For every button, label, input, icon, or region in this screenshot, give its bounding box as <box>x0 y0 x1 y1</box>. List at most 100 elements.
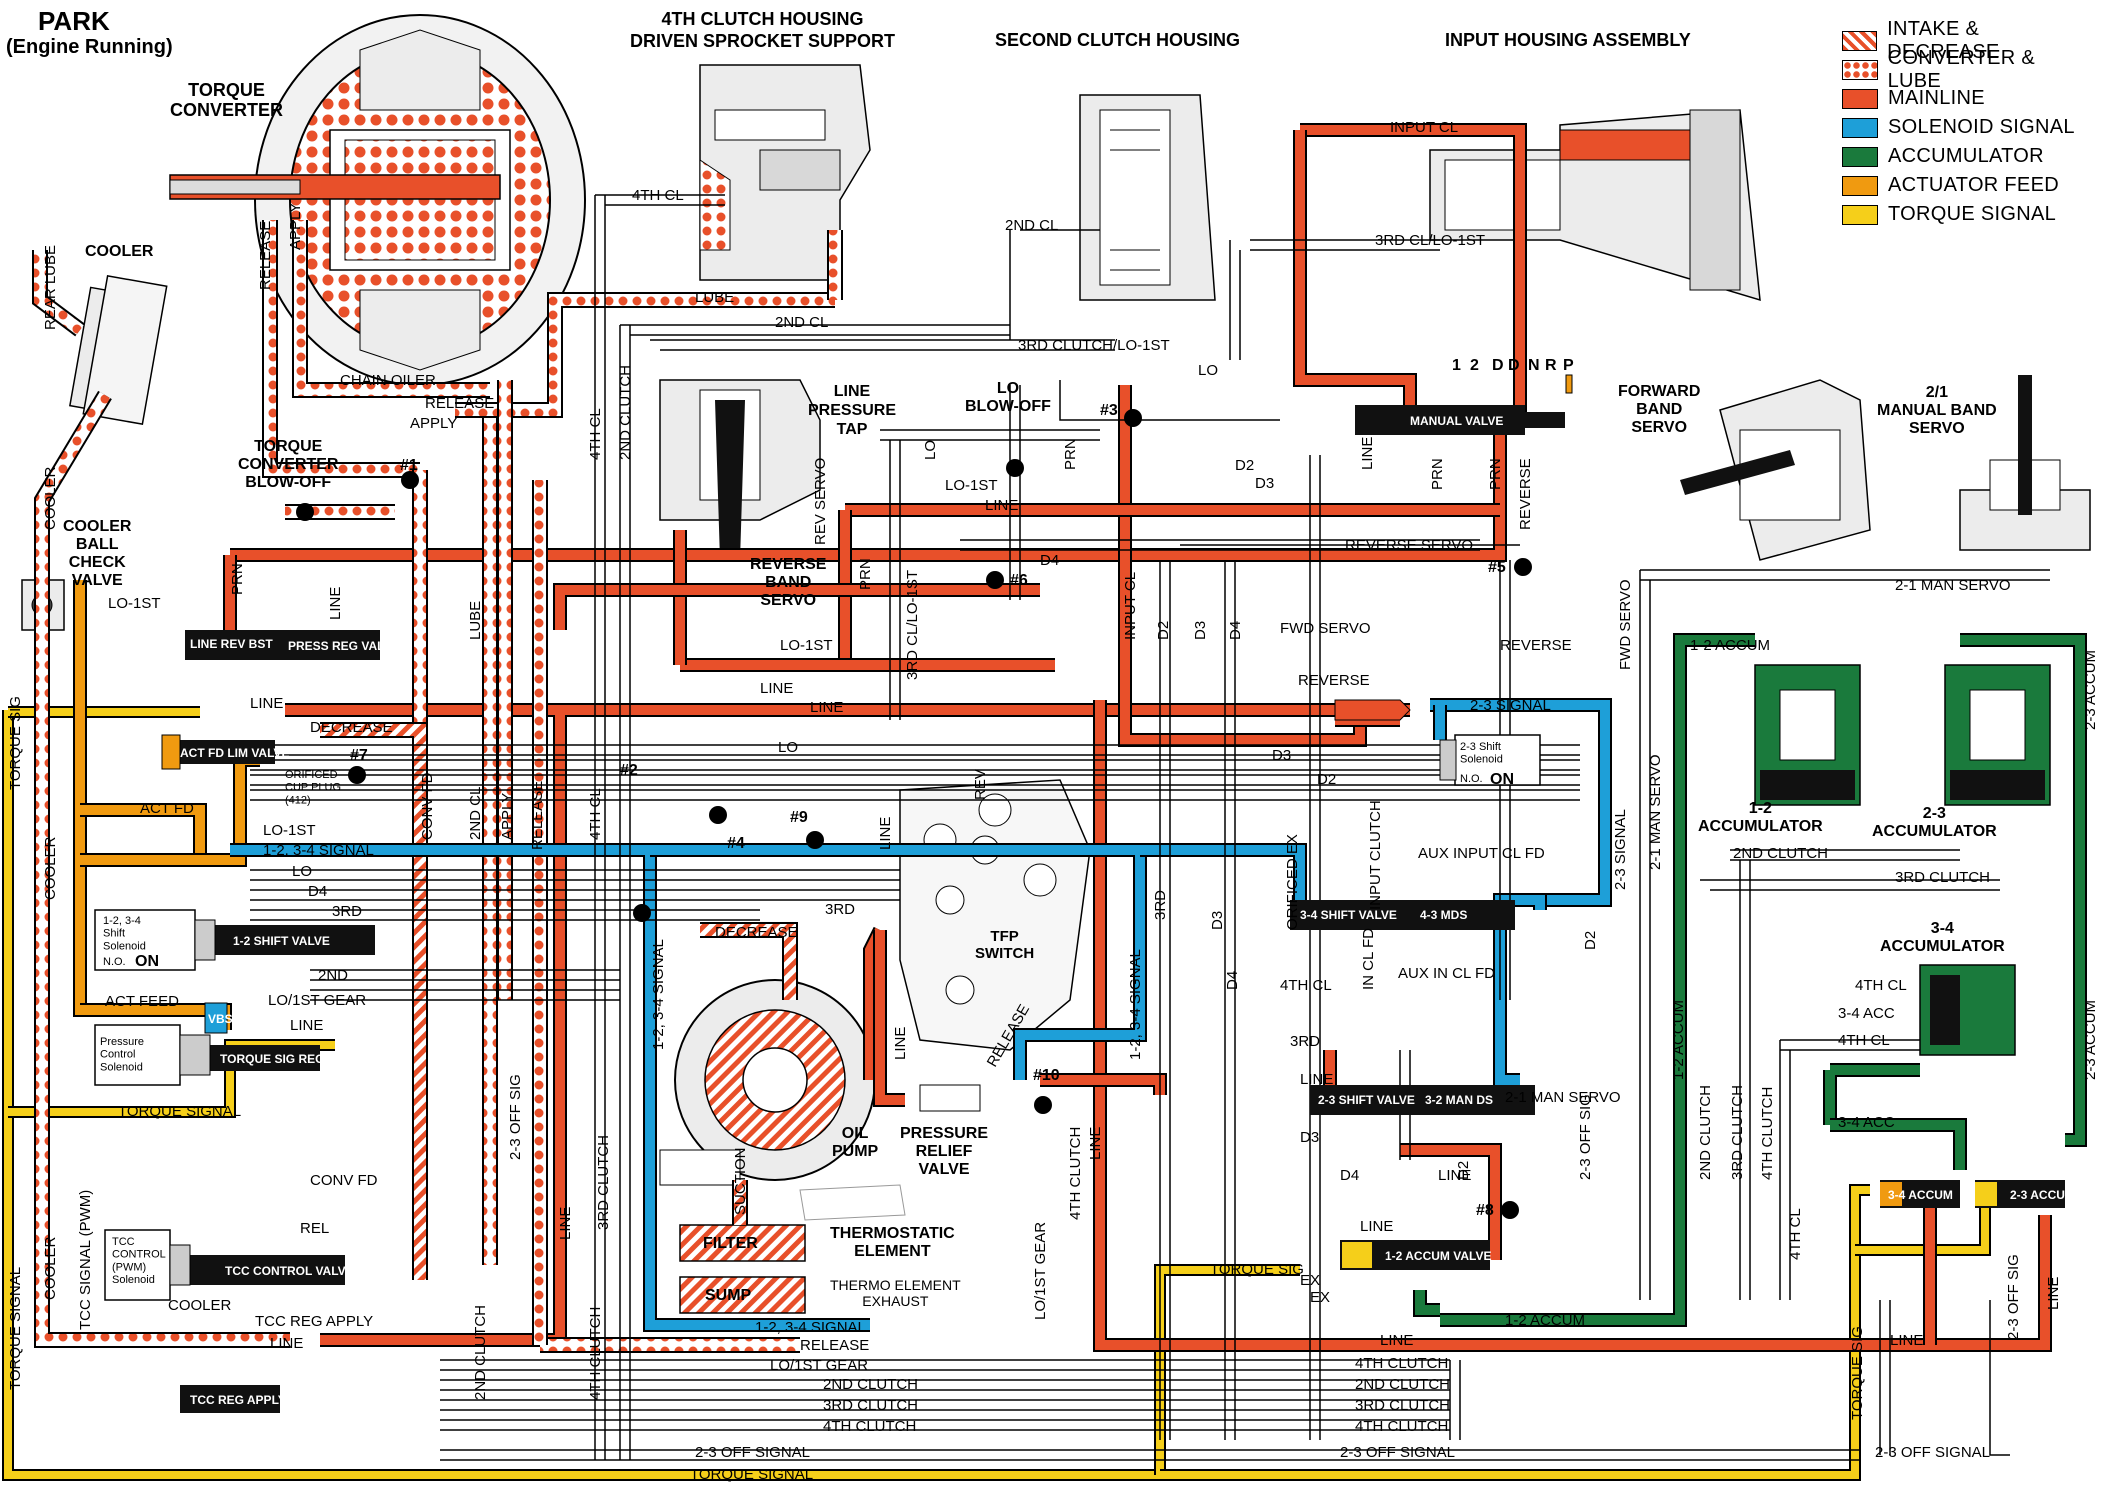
d3-left-label: D3 <box>1255 475 1274 492</box>
shift-12-valve <box>215 925 375 955</box>
legend-label-accumulator: ACCUMULATOR <box>1888 145 2044 167</box>
apply-label: APPLY <box>410 415 457 432</box>
solenoid-23-state: N.O. <box>1460 773 1483 785</box>
tcc-signal-vert-label: TCC SIGNAL (PWM) <box>77 1190 94 1330</box>
reverse-vert-label: REVERSE <box>1517 458 1534 530</box>
manual-valve-label: MANUAL VALVE <box>1410 414 1503 428</box>
third-cl-lo1st-label: 3RD CL/LO-1ST <box>1375 232 1485 249</box>
man-servo-21-mid-label: 2-1 MAN SERVO <box>1505 1089 1621 1106</box>
third-clutch-accum-label: 3RD CLUTCH <box>1895 869 1990 886</box>
park-indicator <box>1565 374 1573 394</box>
range-n: N <box>1528 357 1540 374</box>
cooler-illustration <box>69 274 168 426</box>
fwd-servo-label: FWD SERVO <box>1280 620 1371 637</box>
check-balls <box>296 409 1532 1219</box>
shift-23-label: 2-3 SHIFT VALVE <box>1318 1093 1415 1107</box>
accumulator-12-title: 1-2 ACCUMULATOR <box>1698 800 1823 835</box>
check-ball-3-label: #3 <box>1100 402 1118 419</box>
legend-item-torque: TORQUE SIGNAL <box>1842 200 2092 229</box>
torque-sig-label: TORQUE SIG <box>1210 1261 1304 1278</box>
accumulator-12-illustration <box>1754 664 1861 806</box>
lube-vert-label: LUBE <box>467 601 484 640</box>
reverse-valve-plug <box>1334 699 1411 721</box>
reverse-label: REVERSE <box>1298 672 1370 689</box>
fourth-clutch-housing-title: 4TH CLUTCH HOUSING DRIVEN SPROCKET SUPPO… <box>630 9 896 51</box>
second-cl-label: 2ND CL <box>775 314 828 331</box>
cooler-title: COOLER <box>85 243 154 260</box>
forward-band-servo-illustration <box>1680 379 1871 561</box>
third-clutch-bottom-label: 3RD CLUTCH <box>823 1397 918 1414</box>
d4-mid-label: D4 <box>1340 1167 1359 1184</box>
legend-swatch-solenoid <box>1842 117 1878 138</box>
mode-title: PARK <box>38 6 110 36</box>
oil-pump-illustration <box>659 979 876 1186</box>
legend-swatch-torque <box>1842 204 1878 225</box>
d4-left-label: D4 <box>308 883 327 900</box>
orificed-ex-vert-label: ORIFICED EX <box>1284 834 1301 930</box>
line-far-right-vert-label: LINE <box>2045 1277 2062 1310</box>
shift-solenoid-12-34 <box>94 909 216 971</box>
check-ball-1-label: #1 <box>400 457 418 474</box>
legend-item-mainline: MAINLINE <box>1842 84 2092 113</box>
tcc-control-label: TCC CONTROL VALVE <box>225 1264 354 1278</box>
line-vert-label: LINE <box>557 1207 574 1240</box>
check-ball-7-label: #7 <box>350 747 368 764</box>
tcc-pwm-solenoid <box>104 1229 191 1301</box>
legend-swatch-accumulator <box>1842 146 1878 167</box>
tcc-reg-apply-label: TCC REG APPLY <box>190 1393 286 1407</box>
shift-solenoid-23 <box>1439 734 1541 786</box>
legend-label-actuator: ACTUATOR FEED <box>1888 174 2059 196</box>
check-ball-labels: #1 #2 #3 #4 #5 #6 #7 #8 #9 #10 <box>350 402 1506 1219</box>
in-cl-fd-vert-label: IN CL FD <box>1360 928 1377 990</box>
accum-23-vert-label: 2-3 ACCUM <box>2082 650 2099 730</box>
second-clutch-vert-label: 2ND CLUTCH <box>617 365 634 460</box>
prn-left-vert-label: PRN <box>229 563 246 595</box>
ex-label: EX <box>1300 1272 1320 1289</box>
second-clutch-vert2-label: 2ND CLUTCH <box>472 1305 489 1400</box>
pressure-relief-title: PRESSURE RELIEF VALVE <box>900 1125 989 1178</box>
accum-23-vert2-label: 2-3 ACCUM <box>2082 1000 2099 1080</box>
lo-1st-center-label: LO-1ST <box>780 637 833 654</box>
accum-34-lower-label: 3-4 ACC <box>1838 1114 1895 1131</box>
man-ds-32-label: 3-2 MAN DS <box>1425 1093 1493 1107</box>
second-clutch-accum-label: 2ND CLUTCH <box>1733 845 1828 862</box>
input-cl-label: INPUT CL <box>1390 119 1458 136</box>
aux-input-cl-fd-label: AUX INPUT CL FD <box>1418 845 1545 862</box>
fourth-clutch-right2-label: 4TH CLUTCH <box>1355 1418 1448 1435</box>
cooler-vert-label: COOLER <box>42 466 59 530</box>
third-clutch-lo1st-label: 3RD CLUTCH/LO-1ST <box>1018 337 1170 354</box>
third-rd-left-label: 3RD <box>332 903 362 920</box>
signal-1234-bottom-label: 1-2, 3-4 SIGNAL <box>755 1319 866 1336</box>
conv-fd-vert-label: CONV FD <box>419 772 436 840</box>
manual-valve <box>1355 405 1565 435</box>
fourth-clutch-vert-label: 4TH CLUTCH <box>587 1307 604 1400</box>
cooler-vert3-label: COOLER <box>42 1236 59 1300</box>
fourth-cl-vert2-label: 4TH CL <box>587 408 604 460</box>
torque-converter-illustration <box>169 14 586 386</box>
torque-signal-vert-label: TORQUE SIGNAL <box>7 1267 24 1390</box>
line-mid-label: LINE <box>1300 1071 1333 1088</box>
lo-blowoff-title: LO BLOW-OFF <box>965 380 1051 415</box>
second-clutch-housing-title: SECOND CLUTCH HOUSING <box>995 30 1241 50</box>
intake-decrease-circuits <box>320 722 798 1280</box>
check-ball-8-label: #8 <box>1476 1202 1494 1219</box>
act-fd-label: ACT FD <box>140 800 194 817</box>
rear-lube-label: REAR LUBE <box>42 245 59 330</box>
off-sig-23-right-vert-label: 2-3 OFF SIG <box>1577 1094 1594 1180</box>
man-servo-21-label: 2-1 MAN SERVO <box>1895 577 2011 594</box>
lo1st-gear-bottom-label: LO/1ST GEAR <box>770 1357 868 1374</box>
d3-vert2-label: D3 <box>1209 911 1226 930</box>
manual-band-servo-illustration <box>1959 375 2091 551</box>
tfp-switch-illustration <box>899 779 1091 1051</box>
shift-34-valve <box>1290 900 1515 930</box>
second-nd-left-label: 2ND <box>318 967 348 984</box>
lo-label: LO <box>1198 362 1218 379</box>
range-2: 2 <box>1470 357 1479 374</box>
accum-23-valve-label: 2-3 ACCUM <box>2010 1188 2075 1202</box>
torque-sig-reg-valve <box>204 1002 320 1071</box>
release-label: RELEASE <box>425 395 494 412</box>
lo-1st-top-label: LO-1ST <box>945 477 998 494</box>
off-sig-23-far-vert-label: 2-3 OFF SIG <box>2005 1254 2022 1340</box>
